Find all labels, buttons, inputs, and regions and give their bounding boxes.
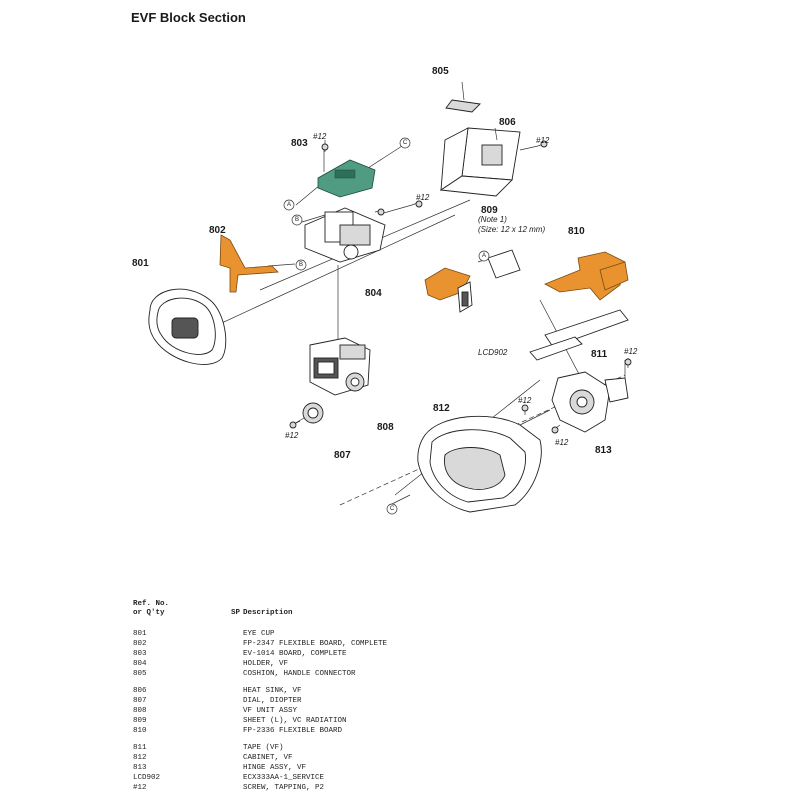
callout-803: 803 — [291, 138, 308, 149]
vf-unit-808 — [309, 337, 371, 396]
description: EYE CUP — [243, 630, 275, 638]
callout-808: 808 — [377, 422, 394, 433]
description: FP-2347 FLEXIBLE BOARD, COMPLETE — [243, 640, 388, 648]
ref-circle-b: B — [295, 259, 307, 271]
svg-text:C: C — [390, 506, 395, 512]
ref-no: 806 — [133, 687, 147, 695]
sheet-809 — [487, 249, 521, 279]
tape-811 — [529, 309, 629, 361]
ref-no: LCD902 — [133, 774, 161, 782]
callout-806: 806 — [499, 117, 516, 128]
optical-axis-line — [184, 214, 456, 341]
ref-circle-b: B — [291, 214, 303, 226]
header-description: Description — [243, 609, 293, 617]
svg-text:C: C — [403, 140, 408, 146]
ref-no: 812 — [133, 754, 147, 762]
screw-label: #12 — [536, 136, 550, 145]
header-ref: Ref. No. or Q'ty — [133, 600, 170, 617]
screw-icon — [321, 140, 329, 152]
ref-no: 803 — [133, 650, 147, 658]
screw-icon — [624, 358, 632, 368]
callout-lcd902: LCD902 — [478, 348, 508, 357]
screw-icon — [521, 404, 529, 415]
callout-811: 811 — [591, 349, 608, 360]
ref-circle-a: A — [478, 250, 490, 262]
description: TAPE (VF) — [243, 744, 284, 752]
screw-label: #12 — [518, 396, 532, 405]
description: DIAL, DIOPTER — [243, 697, 302, 705]
description: ECX333AA-1_SERVICE — [243, 774, 325, 782]
cabinet-812 — [417, 409, 551, 513]
page-title: EVF Block Section — [131, 10, 246, 25]
screw-label: #12 — [313, 132, 327, 141]
ref-c-leader — [389, 494, 411, 506]
description: CABINET, VF — [243, 754, 293, 762]
lcd-902 — [424, 267, 473, 313]
callout-804: 804 — [365, 288, 382, 299]
description: HEAT SINK, VF — [243, 687, 302, 695]
description: HOLDER, VF — [243, 660, 289, 668]
callout-813: 813 — [595, 445, 612, 456]
exploded-view-diagram: C A B B A C 801 802 803 804 805 806 807 … — [132, 66, 638, 515]
callout-807: 807 — [334, 450, 351, 461]
ref-no: 809 — [133, 717, 147, 725]
ref-circle-c: C — [386, 503, 398, 515]
ref-no: 808 — [133, 707, 147, 715]
screw-icon — [537, 140, 548, 148]
description: SCREW, TAPPING, P2 — [243, 784, 325, 792]
screw-icon — [374, 208, 385, 216]
description: SHEET (L), VC RADIATION — [243, 717, 347, 725]
svg-text:A: A — [482, 253, 486, 259]
ref-b2-leader — [267, 263, 296, 267]
description: COSHION, HANDLE CONNECTOR — [243, 670, 356, 678]
holder-804 — [304, 204, 413, 263]
svg-text:A: A — [287, 202, 291, 208]
ref-no: 810 — [133, 727, 147, 735]
description: FP-2336 FLEXIBLE BOARD — [243, 727, 343, 735]
screw-label: #12 — [555, 438, 569, 447]
description: HINGE ASSY, VF — [243, 764, 307, 772]
svg-text:B: B — [299, 262, 303, 268]
ref-b-leader — [301, 214, 326, 223]
callout-805: 805 — [432, 66, 449, 77]
flexible-board-810 — [544, 251, 629, 301]
svg-text:B: B — [295, 217, 299, 223]
ref-no: 801 — [133, 630, 147, 638]
heat-sink-806 — [439, 127, 539, 197]
note-line-1: (Note 1) — [478, 215, 507, 224]
screw-label: #12 — [624, 347, 638, 356]
ref-no: 807 — [133, 697, 147, 705]
ref-no: 804 — [133, 660, 147, 668]
callout-810: 810 — [568, 226, 585, 237]
description: EV-1014 BOARD, COMPLETE — [243, 650, 347, 658]
hinge-813 — [551, 360, 629, 433]
ref-circle-c: C — [399, 137, 411, 149]
ref-c-top-leader — [364, 145, 403, 171]
screw-icon — [289, 420, 301, 429]
board-803 — [317, 150, 376, 198]
screw-label: #12 — [416, 193, 430, 202]
ref-no: 811 — [133, 744, 147, 752]
cushion-805 — [445, 81, 481, 113]
ref-no: 813 — [133, 764, 147, 772]
callout-809: 809 — [481, 205, 498, 216]
ref-no: #12 — [133, 784, 147, 792]
screw-icon — [551, 424, 561, 434]
screw-icon — [411, 200, 423, 208]
callout-801: 801 — [132, 258, 149, 269]
ref-no: 802 — [133, 640, 147, 648]
flexible-board-802 — [219, 234, 279, 293]
screw-label: #12 — [285, 431, 299, 440]
description: VF UNIT ASSY — [243, 707, 298, 715]
note-line-2: (Size: 12 x 12 mm) — [478, 225, 545, 234]
callout-802: 802 — [209, 225, 226, 236]
ref-no: 805 — [133, 670, 147, 678]
dial-807 — [291, 402, 324, 426]
eye-cup-801 — [148, 288, 227, 365]
header-sp: SP — [231, 609, 241, 617]
callout-812: 812 — [433, 403, 450, 414]
ref-a-leader — [295, 184, 321, 206]
ref-circle-a: A — [283, 199, 295, 211]
